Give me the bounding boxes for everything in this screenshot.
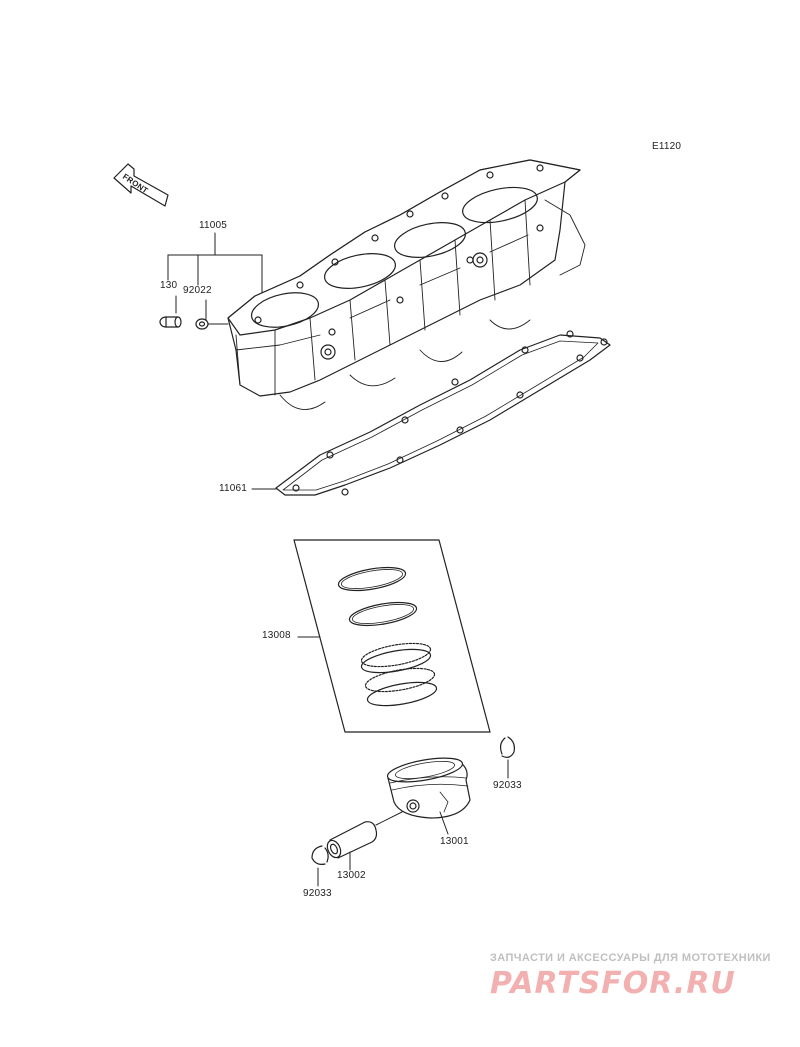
diagram-code: E1120	[652, 141, 682, 152]
part-label-piston-pin[interactable]: 13002	[337, 870, 366, 881]
base-gasket-part	[251, 330, 611, 496]
watermark-brand[interactable]: PARTSFOR.RU	[490, 966, 736, 1001]
front-arrow-icon	[113, 163, 169, 207]
part-label-piston[interactable]: 13001	[440, 836, 469, 847]
piston-pin-part	[326, 811, 403, 871]
washer-part	[195, 318, 209, 330]
piston-pin-clip-right-part	[499, 736, 515, 779]
bolt-part	[159, 316, 182, 328]
watermark-subtitle: ЗАПЧАСТИ И АКСЕССУАРЫ ДЛЯ МОТОТЕХНИКИ	[490, 952, 771, 964]
part-label-piston-ring-set[interactable]: 13008	[262, 630, 291, 641]
piston-pin-clip-left-part	[311, 845, 329, 887]
part-label-bolt[interactable]: 130	[160, 280, 178, 291]
piston-part	[386, 757, 471, 835]
part-label-piston-pin-clip-left[interactable]: 92033	[303, 888, 332, 899]
piston-ring-set-part	[293, 539, 491, 733]
part-label-piston-pin-clip-right[interactable]: 92033	[493, 780, 522, 791]
part-label-cylinder[interactable]: 11005	[199, 220, 228, 231]
cylinder-leader-lines	[167, 232, 263, 325]
part-label-washer[interactable]: 92022	[183, 285, 212, 296]
part-label-base-gasket[interactable]: 11061	[219, 483, 248, 494]
cylinder-block-part	[227, 159, 586, 410]
